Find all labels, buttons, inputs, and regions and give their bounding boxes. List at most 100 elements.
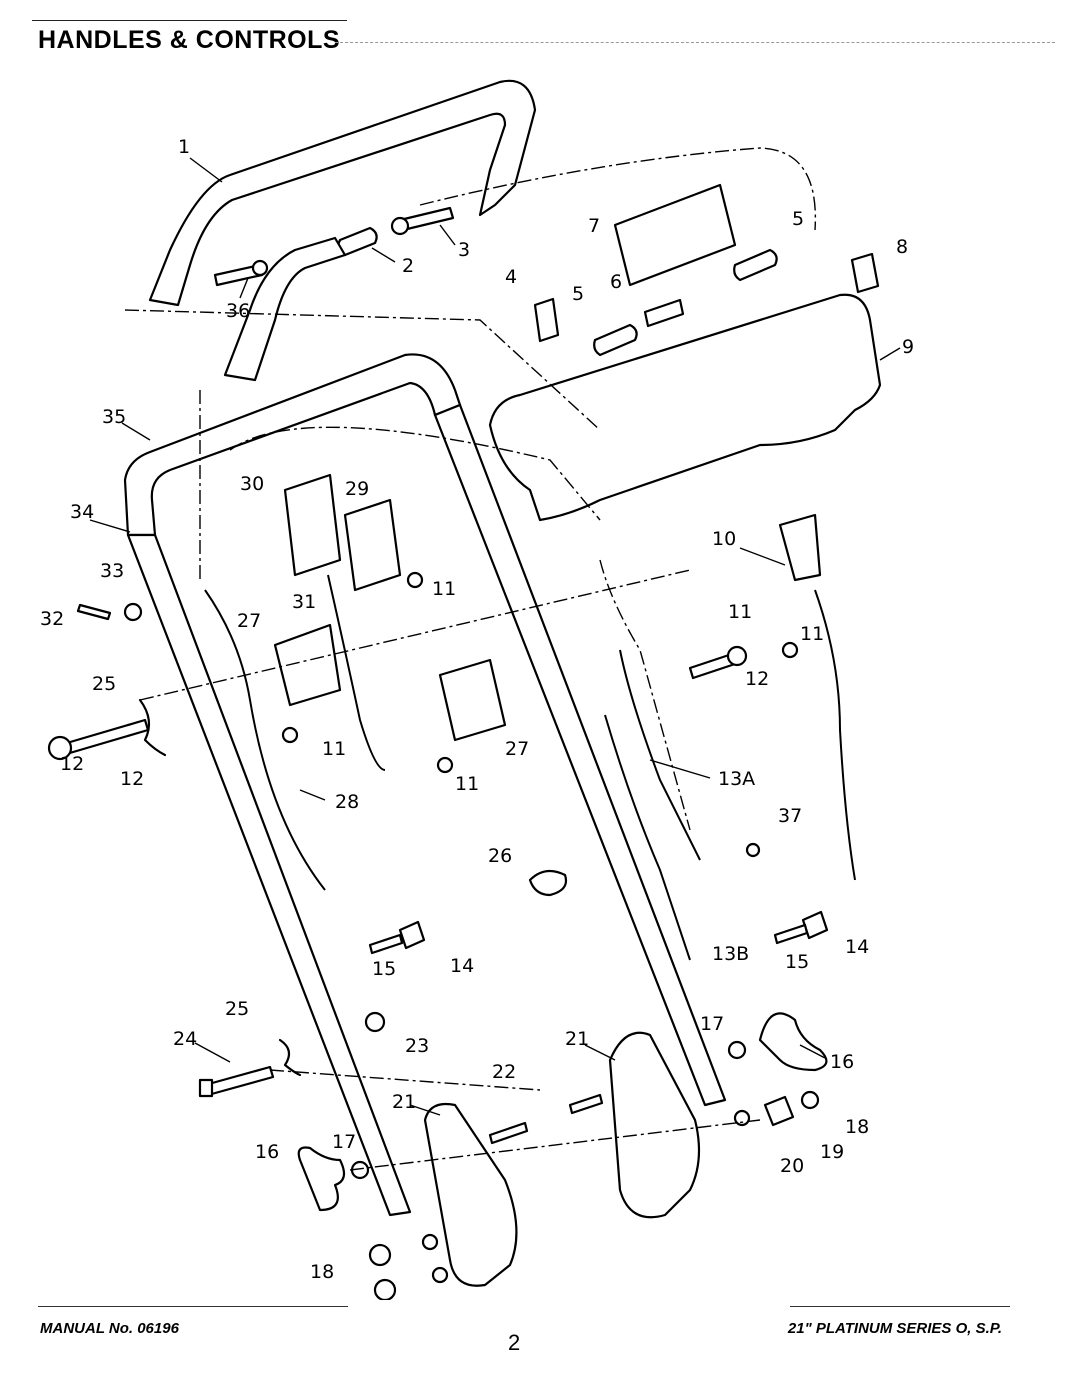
callout-label: 6 (610, 271, 622, 293)
callout-label: 5 (792, 208, 804, 230)
cover-27-left (273, 623, 342, 707)
nut-18-right (800, 1090, 820, 1110)
callout-label: 22 (492, 1061, 516, 1083)
callout-label: 10 (712, 528, 736, 550)
clip-19 (763, 1095, 795, 1127)
washer-38-bottom (431, 1266, 449, 1284)
leader-1 (189, 157, 223, 183)
bolt-36-head (251, 259, 269, 277)
bolt-22-left (488, 1121, 529, 1145)
leader-21-left (409, 1104, 441, 1116)
nut-18-left-top (368, 1243, 392, 1267)
callout-label: 8 (896, 236, 908, 258)
callout-label: 11 (455, 773, 479, 795)
middle-handle (223, 236, 347, 382)
callout-label: 12 (745, 668, 769, 690)
callout-label: 1 (178, 136, 190, 158)
screw-11-b (781, 641, 799, 659)
callout-label: 4 (505, 266, 517, 288)
washer-20 (733, 1109, 751, 1127)
right-tube (433, 403, 727, 1107)
callout-label: 30 (240, 473, 264, 495)
callout-label: 14 (450, 955, 474, 977)
bolt-24-head (198, 1078, 214, 1098)
screw-15-right (773, 923, 809, 945)
callout-label: 13B (712, 943, 749, 965)
callout-label: 16 (255, 1141, 279, 1163)
side-plate-21-left (423, 1102, 518, 1287)
callout-label: 11 (432, 578, 456, 600)
callout-label: 12 (120, 768, 144, 790)
callout-label: 31 (292, 591, 316, 613)
assembly-line-bottom (349, 1119, 761, 1171)
page-title: HANDLES & CONTROLS (38, 26, 341, 54)
callout-label: 32 (40, 608, 64, 630)
leader-35 (121, 422, 151, 441)
leader-2 (371, 247, 396, 263)
washer-38-top (421, 1233, 439, 1251)
assembly-line-bolt (139, 569, 691, 701)
callout-label: 11 (800, 623, 824, 645)
assembly-line-lower (269, 1069, 541, 1091)
knob-16-right (758, 1012, 828, 1072)
callout-label: 12 (60, 753, 84, 775)
callout-label: 17 (700, 1013, 724, 1035)
callout-label: 21 (565, 1028, 589, 1050)
callout-labels: 1 2 3 4 5 5 6 7 8 9 10 11 11 11 11 11 12… (40, 136, 914, 1283)
nut-23 (364, 1011, 386, 1033)
leader-13a (649, 759, 711, 779)
callout-label: 29 (345, 478, 369, 500)
callout-label: 15 (372, 958, 396, 980)
callout-label: 17 (332, 1131, 356, 1153)
bracket-29 (343, 498, 402, 592)
knob-16-left (297, 1146, 346, 1212)
washer-17-right (727, 1040, 747, 1060)
callout-label: 9 (902, 336, 914, 358)
exploded-parts-diagram: 1 2 3 4 5 5 6 7 8 9 10 11 11 11 11 11 12… (40, 79, 914, 1300)
callout-label: 18 (845, 1116, 869, 1138)
callout-label: 25 (92, 673, 116, 695)
assembly-line-panel (419, 147, 817, 231)
decal-7 (613, 183, 737, 287)
bolt-12-right-head (726, 645, 748, 667)
title-trail-line (335, 42, 1055, 43)
leader-24 (194, 1042, 231, 1063)
bracket-14-left (398, 920, 426, 950)
callout-label: 21 (392, 1091, 416, 1113)
callout-label: 2 (402, 255, 414, 277)
cable-13b (604, 714, 691, 961)
knob-5-left (593, 323, 638, 357)
clip-25-top (138, 698, 167, 757)
callout-label: 18 (310, 1261, 334, 1283)
bolt-12-left-head (47, 735, 73, 761)
callout-label: 7 (588, 215, 600, 237)
control-panel (488, 293, 882, 522)
series-name: 21" PLATINUM SERIES O, S.P. (787, 1320, 1002, 1337)
callout-label: 16 (830, 1051, 854, 1073)
decal-6 (643, 298, 685, 328)
assembly-line-right (599, 559, 691, 831)
callout-label: 27 (505, 738, 529, 760)
callout-label: 19 (820, 1141, 844, 1163)
callout-label: 15 (785, 951, 809, 973)
cable-28 (204, 589, 326, 891)
upper-handle (148, 79, 537, 307)
decal-4 (533, 297, 560, 343)
callout-label: 3 (458, 239, 470, 261)
title-rule (32, 20, 347, 21)
wing-nut-26 (528, 869, 568, 897)
callout-label: 25 (225, 998, 249, 1020)
callout-label: 14 (845, 936, 869, 958)
page-number: 2 (508, 1330, 521, 1355)
leader-21-right (584, 1044, 616, 1061)
side-plate-21-right (608, 1031, 701, 1219)
left-tube (126, 533, 412, 1217)
callout-label: 34 (70, 501, 94, 523)
screw-37 (745, 842, 761, 858)
screw-15-left (368, 933, 404, 955)
cable-13a (619, 649, 701, 861)
callout-label: 13A (718, 768, 755, 790)
cable-right (814, 589, 856, 881)
leader-34 (89, 519, 131, 533)
leader-16 (799, 1044, 826, 1059)
